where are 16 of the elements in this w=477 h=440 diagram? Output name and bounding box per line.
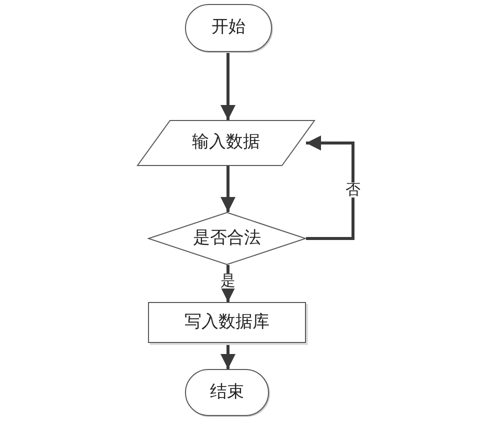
- end-terminal: [185, 369, 269, 416]
- start-terminal: [185, 4, 272, 52]
- node-text: 写入数据库: [184, 310, 270, 334]
- arrow: [306, 136, 354, 240]
- input-parallelogram: [137, 120, 315, 166]
- arrow: [220, 52, 236, 120]
- node-text: 结束: [210, 380, 244, 404]
- node-text: 是否合法: [193, 226, 261, 250]
- process-box: [148, 302, 306, 343]
- arrow: [220, 343, 236, 369]
- edge-label: 否: [344, 182, 362, 198]
- decision-diamond: [148, 212, 306, 265]
- node-text: 开始: [212, 16, 246, 40]
- edge-label: 是: [220, 274, 236, 288]
- node-text: 输入数据: [192, 131, 260, 154]
- arrow: [220, 166, 236, 212]
